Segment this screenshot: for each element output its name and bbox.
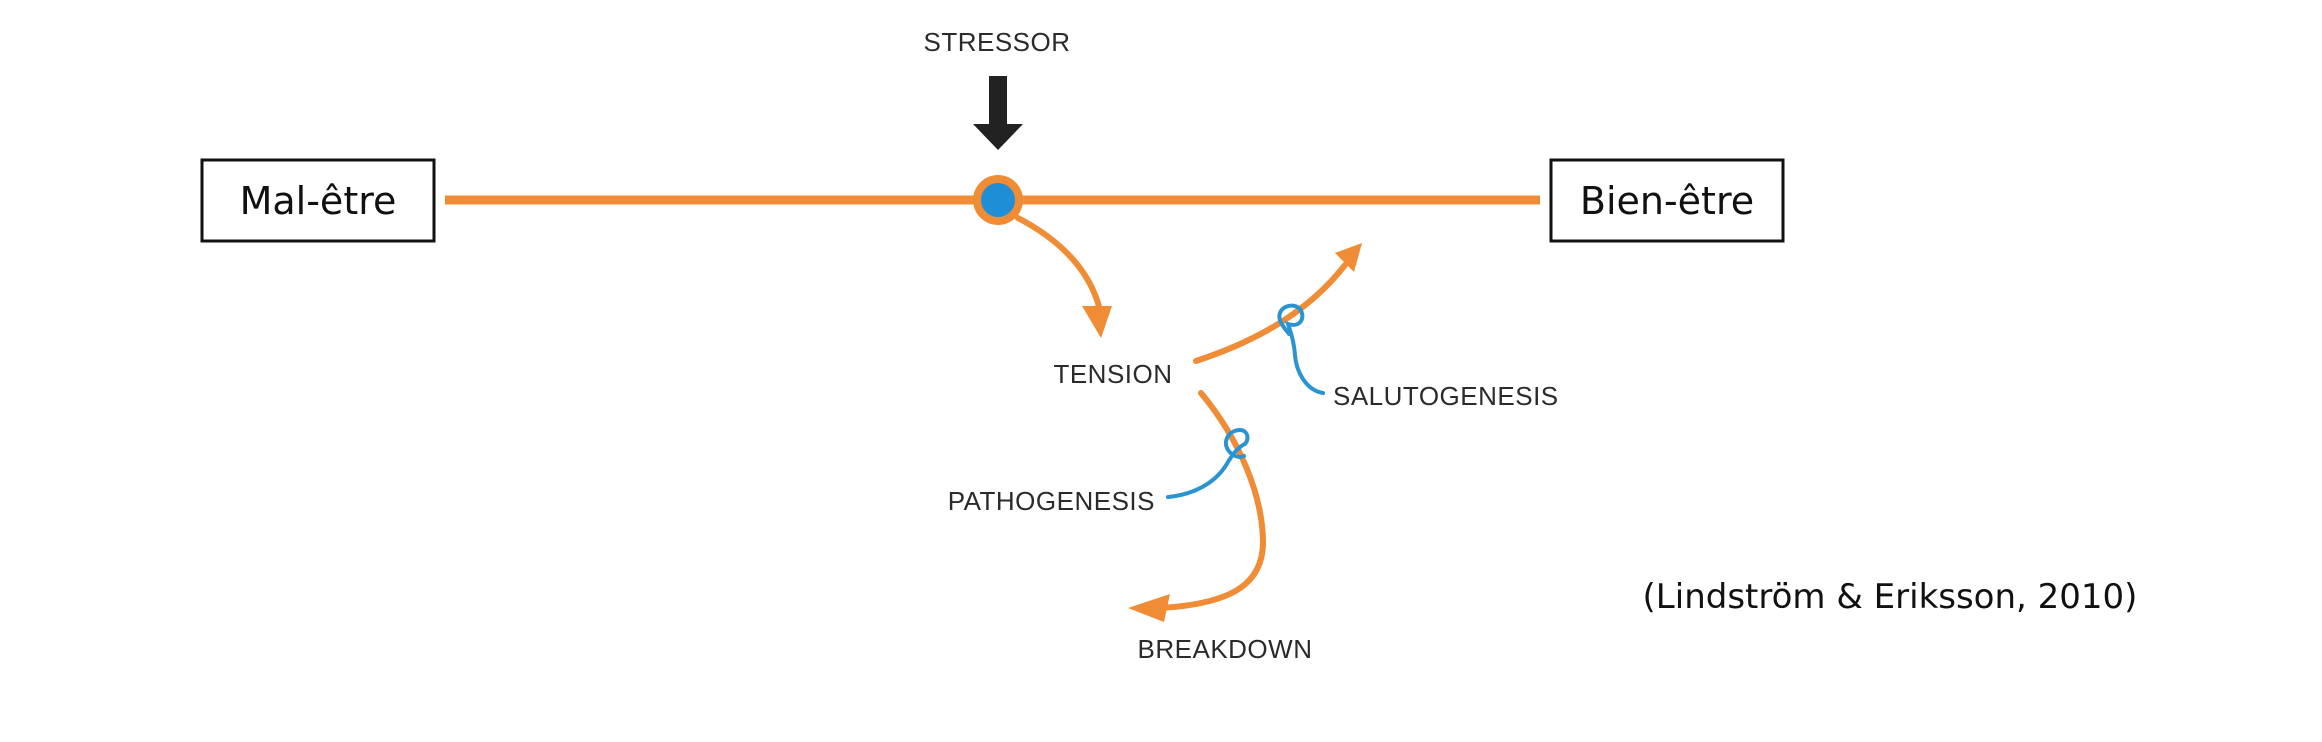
tension-label: TENSION — [1053, 359, 1172, 389]
mal-etre-box: Mal-être — [200, 158, 436, 243]
salutogenesis-arrow — [1193, 262, 1348, 364]
position-node — [981, 183, 1015, 217]
bien-etre-label: Bien-être — [1580, 179, 1754, 223]
tension-arrow — [1015, 215, 1103, 313]
pathogenesis-label: PATHOGENESIS — [948, 486, 1155, 516]
tension-arrowhead — [1082, 306, 1112, 338]
mal-etre-label: Mal-être — [240, 179, 397, 223]
salutogenesis-arrowhead — [1335, 243, 1362, 272]
salutogenesis-hook — [1277, 303, 1325, 395]
stressor-label: STRESSOR — [923, 27, 1070, 57]
salutogenesis-label: SALUTOGENESIS — [1333, 381, 1559, 411]
stressor-arrow — [973, 76, 1023, 150]
pathogenesis-arrow — [1157, 390, 1267, 611]
citation: (Lindström & Eriksson, 2010) — [1643, 577, 2138, 617]
pathogenesis-hook — [1166, 427, 1250, 499]
bien-etre-box: Bien-être — [1549, 158, 1785, 243]
breakdown-label: BREAKDOWN — [1138, 634, 1313, 664]
breakdown-arrowhead — [1128, 594, 1170, 622]
